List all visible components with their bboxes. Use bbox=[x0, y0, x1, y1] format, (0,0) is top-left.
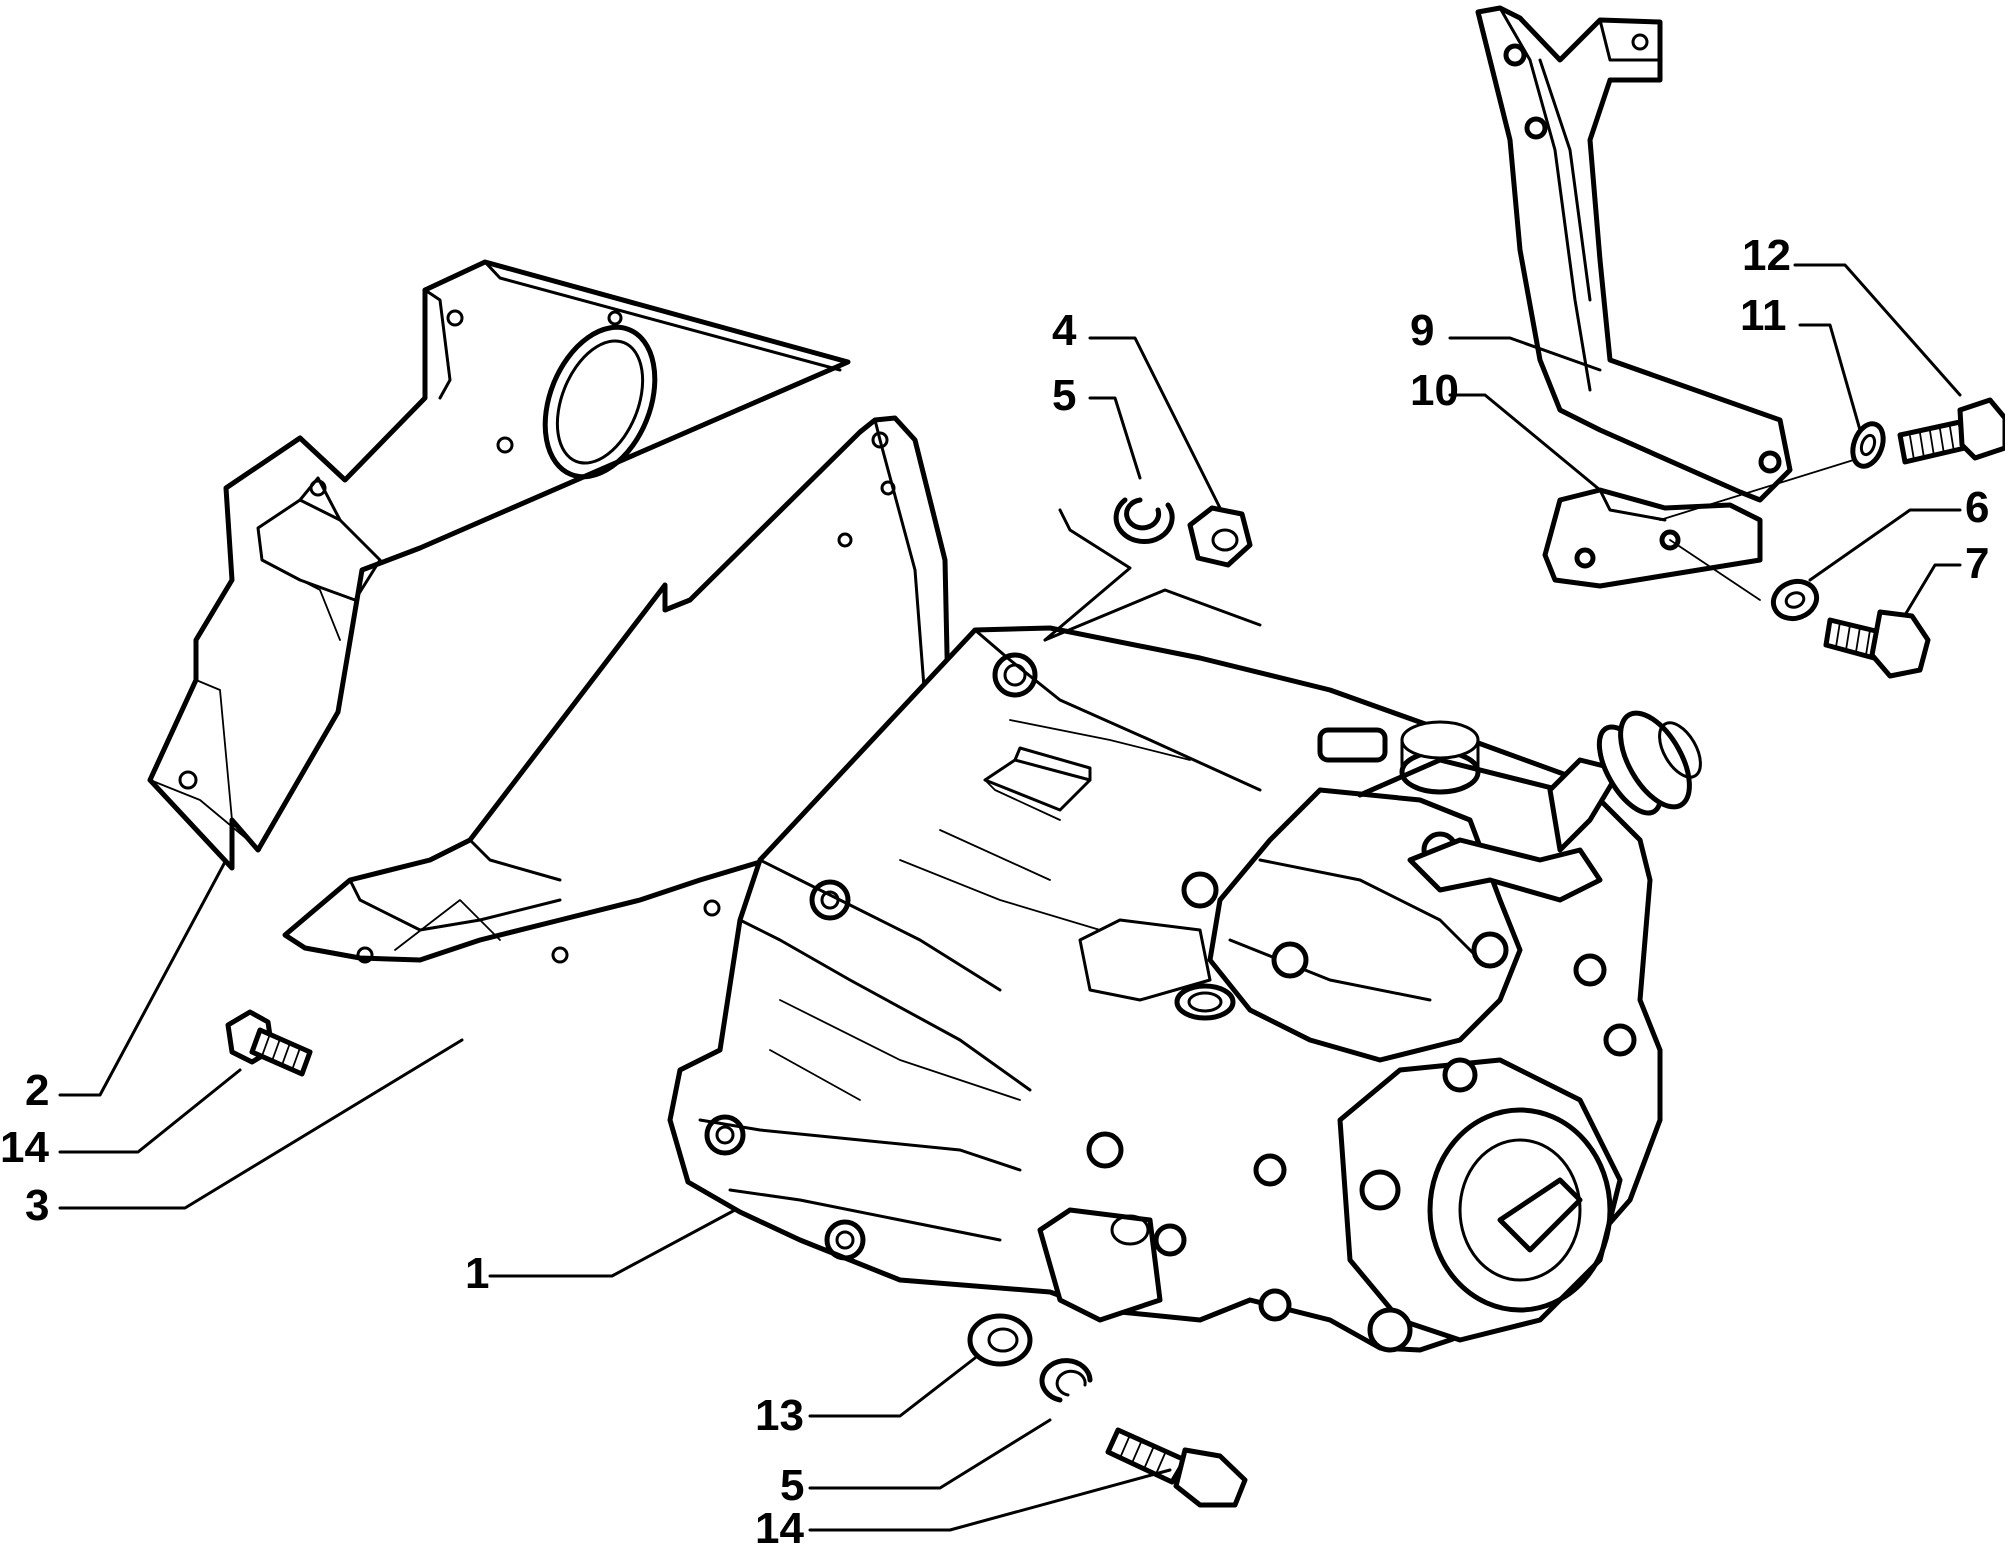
callout-labels: 2 14 3 1 4 5 9 10 11 12 6 7 13 5 14 bbox=[0, 231, 1989, 1549]
part-13-bolt bbox=[1105, 1427, 1248, 1508]
leader-line-14 bbox=[58, 1068, 242, 1154]
callout-5-bottom: 5 bbox=[780, 1461, 804, 1510]
part-1-gearbox-housing bbox=[667, 625, 1702, 1353]
part-9-bracket-plate bbox=[1542, 457, 1861, 601]
part-8-bracket-arm bbox=[1475, 5, 1793, 503]
callout-11: 12 bbox=[1742, 231, 1791, 280]
part-10-washer bbox=[1850, 421, 1886, 469]
part-14-bolt bbox=[225, 1009, 313, 1077]
leader-line-4-ext2 bbox=[1043, 588, 1262, 642]
leader-line-7 bbox=[1903, 563, 1962, 617]
leader-line-5b bbox=[808, 1418, 1052, 1490]
part-5-spring-washer-top bbox=[1113, 497, 1175, 544]
part-11-bolt bbox=[1897, 397, 2005, 465]
callout-2: 2 bbox=[25, 1066, 49, 1115]
callout-1: 1 bbox=[465, 1249, 489, 1298]
part-3-gasket-plate bbox=[282, 415, 951, 964]
callout-13: 14 bbox=[755, 1504, 804, 1544]
leader-line-10 bbox=[1798, 323, 1862, 432]
leader-line-6 bbox=[1808, 508, 1962, 582]
part-12-washer bbox=[967, 1313, 1033, 1367]
part-7-bolt bbox=[1823, 609, 1931, 679]
leader-line-5a bbox=[1088, 396, 1142, 480]
callout-10: 11 bbox=[1740, 291, 1787, 340]
callout-3: 3 bbox=[25, 1181, 49, 1230]
callout-9: 10 bbox=[1410, 366, 1459, 415]
leader-line-4 bbox=[1088, 336, 1222, 510]
callout-8: 9 bbox=[1410, 306, 1434, 355]
part-5-spring-washer-bottom bbox=[1039, 1358, 1093, 1403]
callout-14: 14 bbox=[0, 1123, 49, 1172]
callout-7: 7 bbox=[1965, 539, 1989, 588]
callout-6: 6 bbox=[1965, 483, 1989, 532]
leader-line-12 bbox=[808, 1356, 977, 1418]
leader-line-13 bbox=[808, 1468, 1172, 1532]
leader-line-3 bbox=[58, 1038, 464, 1210]
part-6-washer bbox=[1770, 578, 1820, 622]
leader-line-11 bbox=[1793, 263, 1962, 397]
leader-line-9 bbox=[1448, 393, 1602, 492]
leader-line-4-ext bbox=[1043, 508, 1132, 642]
part-4-nut bbox=[1187, 505, 1253, 568]
callout-4: 4 bbox=[1052, 306, 1077, 355]
leader-lines bbox=[58, 263, 1962, 1532]
leader-line-2 bbox=[58, 860, 227, 1097]
part-2-cover-plate bbox=[147, 259, 851, 871]
leader-line-1 bbox=[488, 1208, 737, 1278]
callout-5-top: 5 bbox=[1052, 371, 1076, 420]
callout-12: 13 bbox=[755, 1391, 804, 1440]
leader-line-8 bbox=[1448, 336, 1602, 372]
